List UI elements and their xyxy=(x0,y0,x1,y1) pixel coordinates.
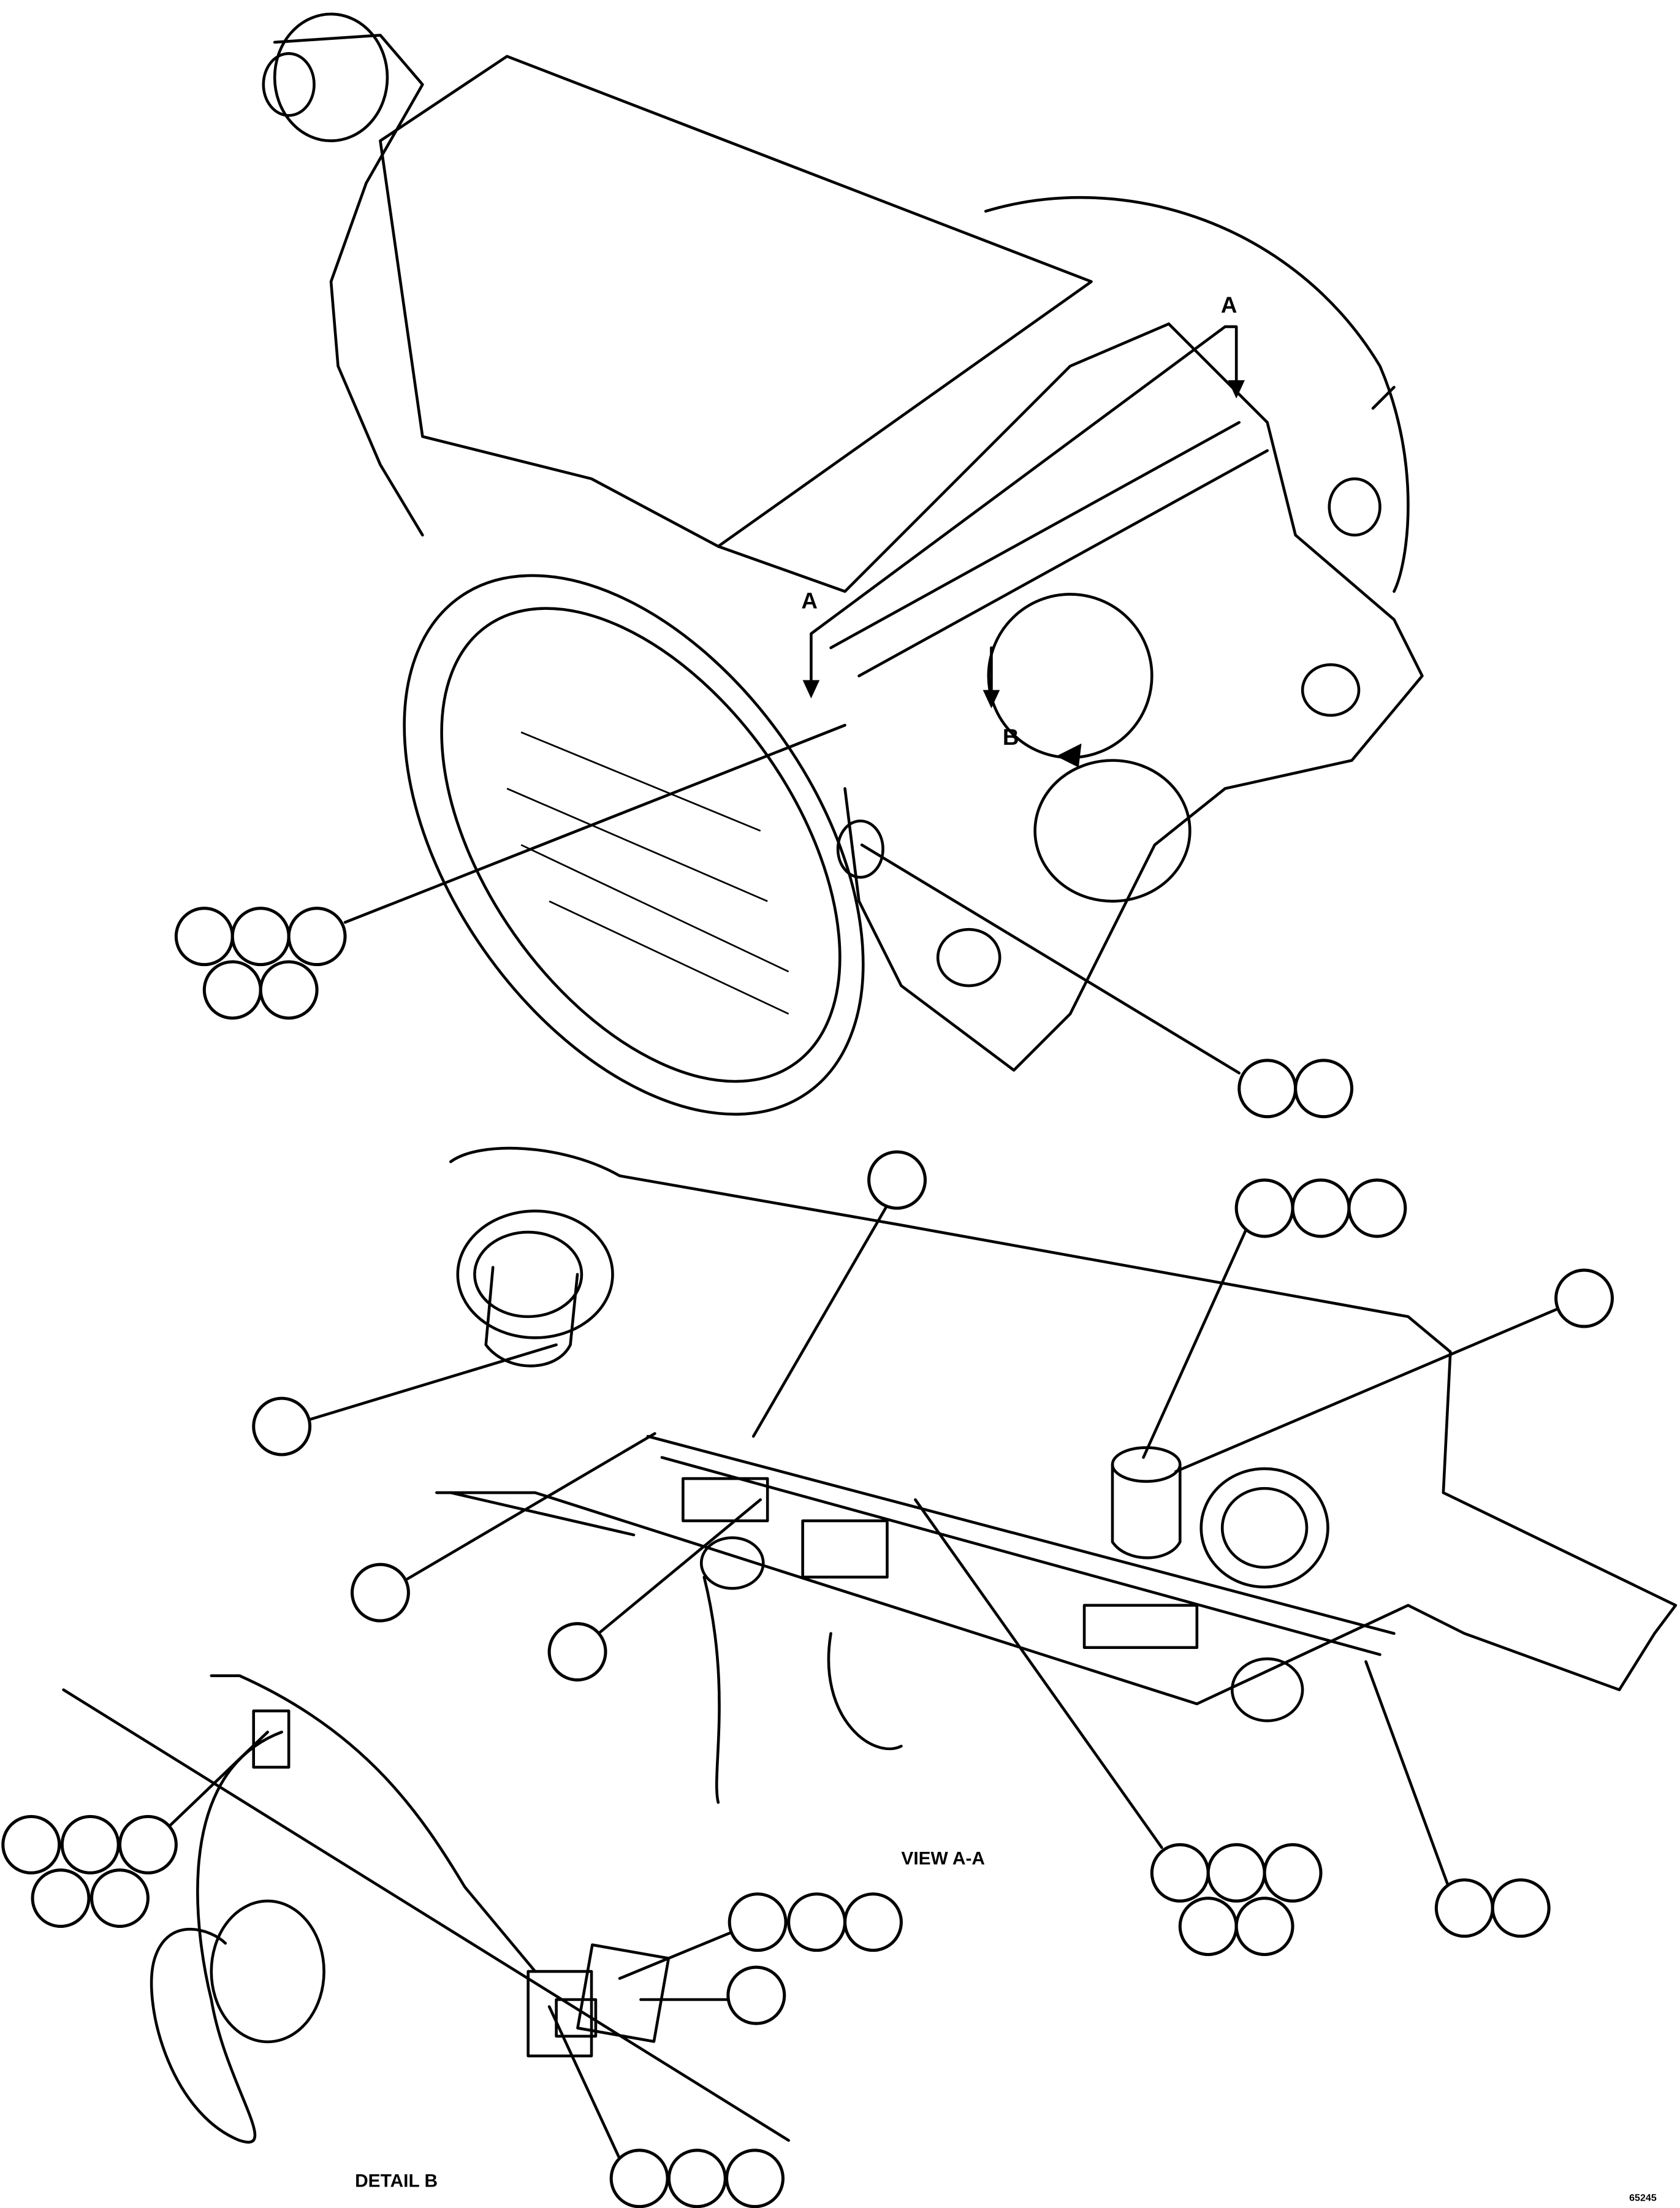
callout-balloon xyxy=(609,2149,669,2208)
section-label-a-top: A xyxy=(1221,292,1237,318)
callout-balloon xyxy=(1554,1268,1614,1328)
callout-balloon xyxy=(1347,1178,1407,1238)
callout-group-cover-plate xyxy=(1237,1059,1354,1119)
callout-balloon xyxy=(726,1965,786,2025)
callout-balloon xyxy=(843,1892,903,1952)
callout-group-detail-plate xyxy=(726,1965,786,2025)
callout-group-rail xyxy=(547,1622,607,1682)
detail-caption: DETAIL B xyxy=(355,2171,438,2191)
callout-balloon xyxy=(1234,1897,1294,1957)
callout-group-end-fastener xyxy=(1434,1878,1551,1938)
callout-balloon xyxy=(787,1892,847,1952)
section-arrow-a xyxy=(802,325,1245,767)
leader-lines xyxy=(167,723,1557,2160)
view-a-a-drawing xyxy=(435,1146,1678,1804)
callout-balloon xyxy=(202,960,262,1020)
callout-group-flange-hardware xyxy=(174,907,347,1020)
drawing-number: 65245 xyxy=(1629,2193,1657,2204)
callout-balloon xyxy=(90,1868,150,1928)
callout-balloon xyxy=(867,1150,927,1210)
detail-marker-b: B xyxy=(1003,725,1019,750)
section-label-a-left: A xyxy=(801,588,818,613)
callout-balloon xyxy=(1491,1878,1551,1938)
callout-balloon xyxy=(547,1622,607,1682)
view-caption: VIEW A-A xyxy=(901,1848,985,1868)
callout-group-left-connector xyxy=(350,1563,410,1623)
callout-group-right-bracket xyxy=(1554,1268,1614,1328)
callout-group-harness-top xyxy=(867,1150,927,1210)
callout-group-detail-connector xyxy=(609,2149,785,2208)
callout-balloon xyxy=(287,907,347,967)
callout-balloon xyxy=(230,907,291,967)
callout-balloon xyxy=(1291,1178,1351,1238)
callout-balloon xyxy=(728,1892,788,1952)
callout-balloon xyxy=(174,907,234,967)
callout-balloon xyxy=(118,1814,178,1875)
callout-balloon xyxy=(725,2149,785,2208)
callout-balloon xyxy=(1206,1843,1266,1903)
callout-group-sensor-cap xyxy=(1234,1178,1407,1238)
callout-balloon xyxy=(1263,1843,1323,1903)
callout-group-detail-plate-screw xyxy=(728,1892,903,1952)
callout-balloon xyxy=(259,960,319,1020)
callout-balloon xyxy=(667,2149,727,2208)
callout-group-left-clamp xyxy=(252,1396,312,1456)
callout-balloon xyxy=(1234,1178,1294,1238)
callout-balloon xyxy=(350,1563,410,1623)
callout-balloon xyxy=(1434,1878,1494,1938)
callout-balloon xyxy=(1178,1897,1238,1957)
detail-b-drawing xyxy=(62,1674,790,2144)
callout-balloon xyxy=(252,1396,312,1456)
nacelle-housing-drawing xyxy=(262,12,1424,1116)
callout-balloon xyxy=(1150,1843,1210,1903)
callout-group-detail-bolt xyxy=(1,1814,178,1928)
callout-balloon xyxy=(1294,1059,1354,1119)
callout-balloon xyxy=(1237,1059,1298,1119)
callout-balloon xyxy=(1,1814,61,1875)
callout-group-center-clip xyxy=(1150,1843,1323,1957)
callout-balloon xyxy=(31,1868,91,1928)
callout-balloon xyxy=(60,1814,120,1875)
